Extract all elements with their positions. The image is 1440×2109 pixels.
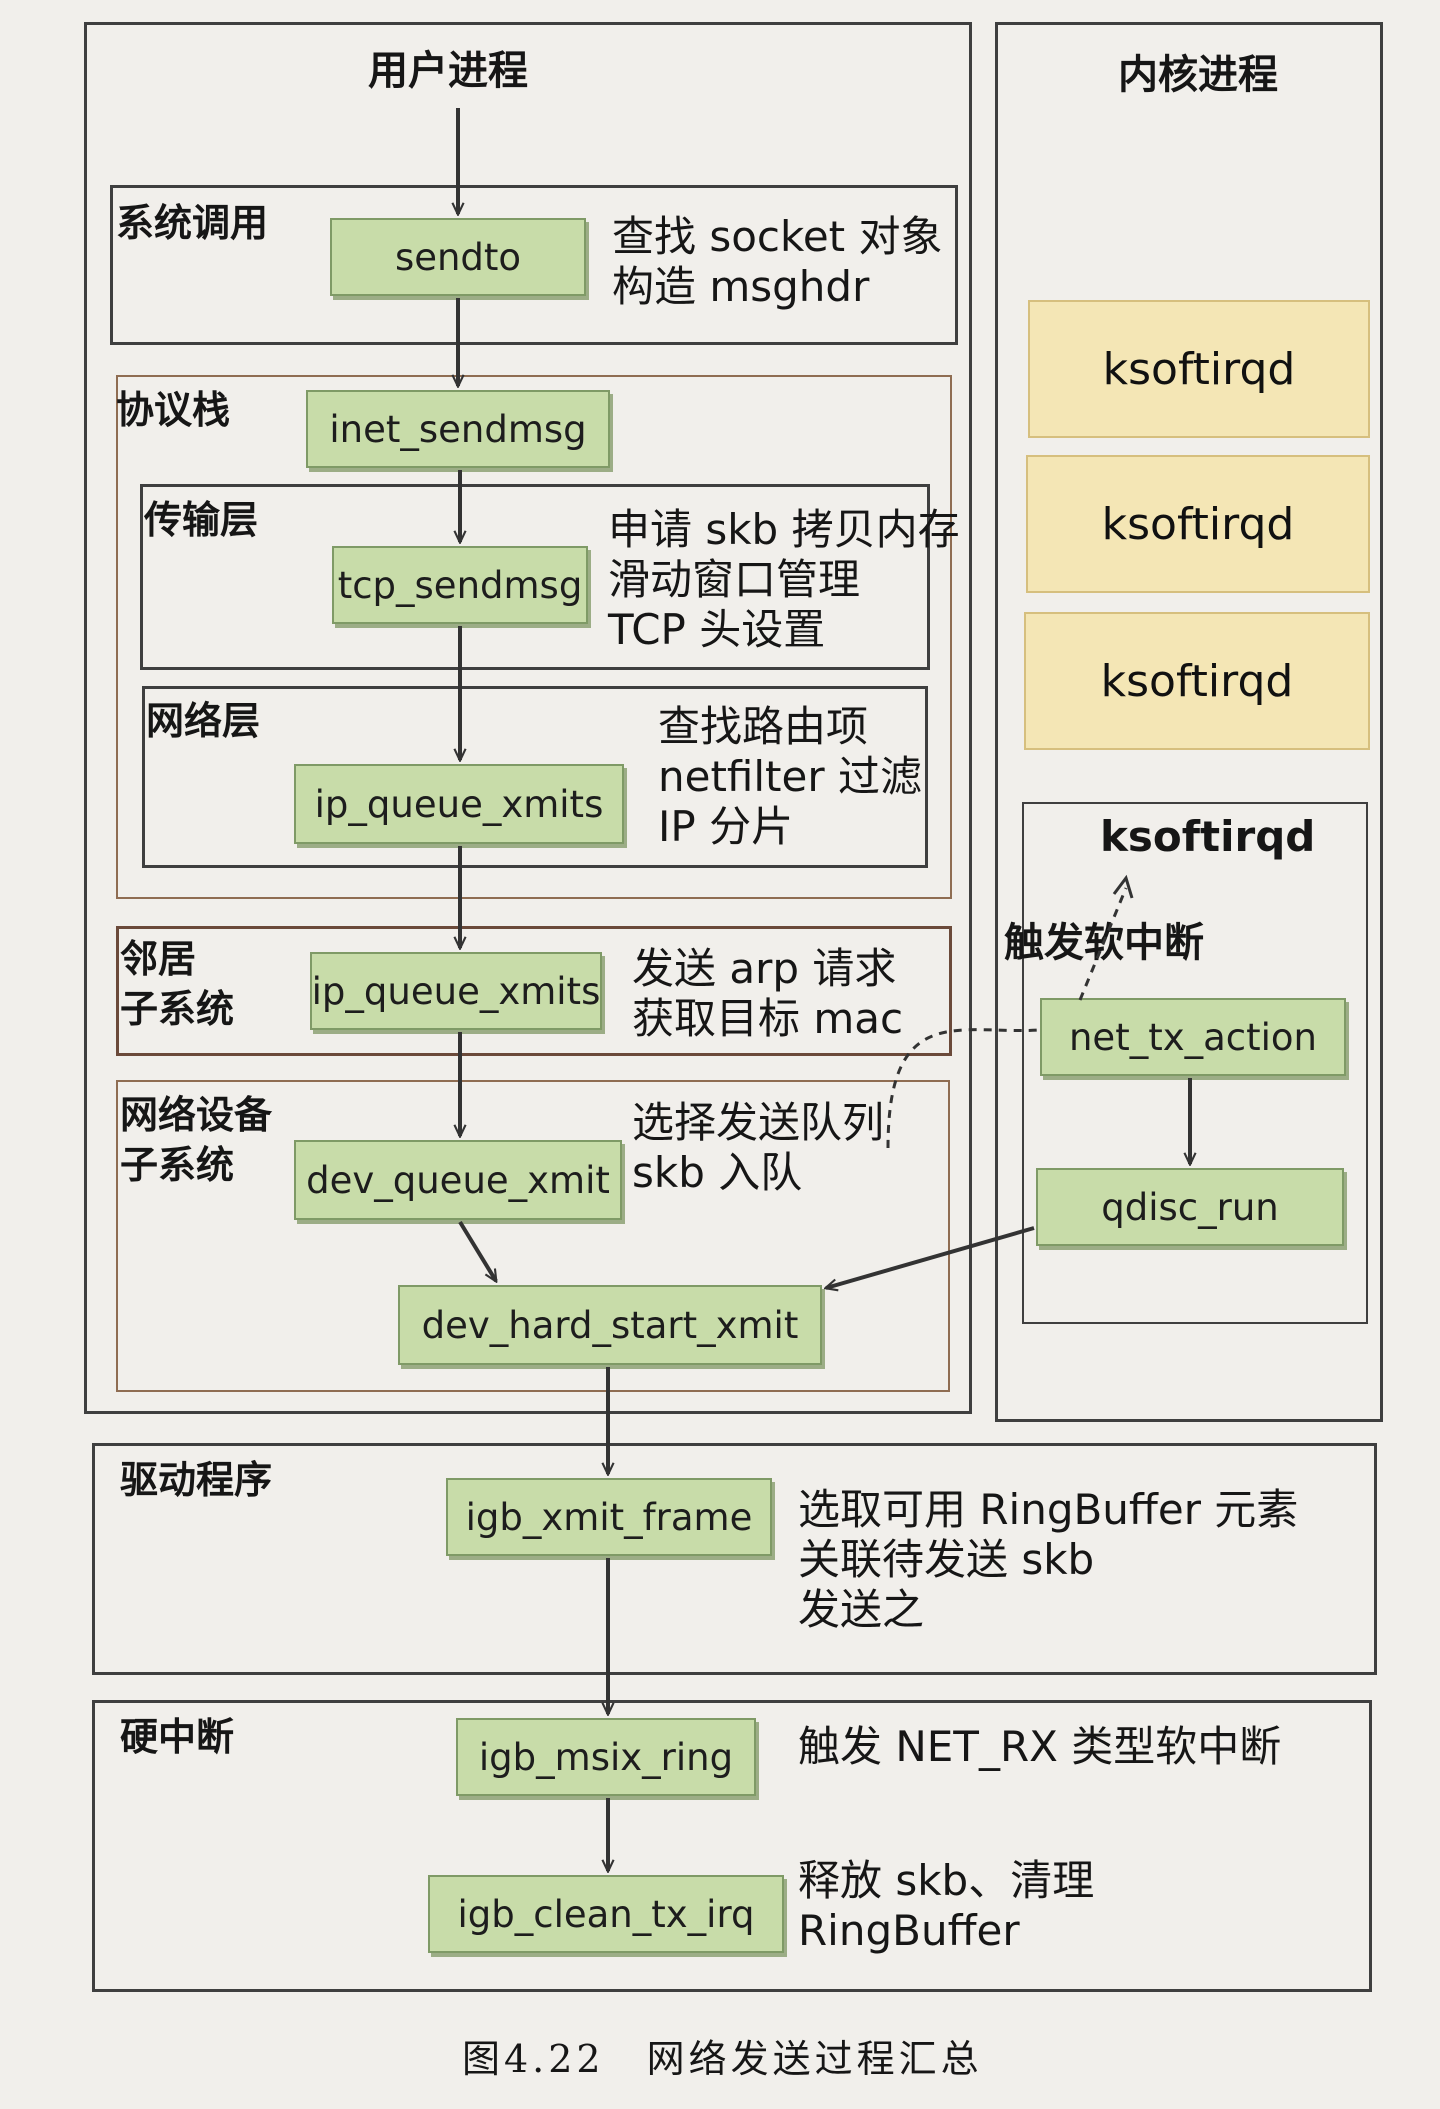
network-note-2: netfilter 过滤 — [658, 752, 922, 801]
network-layer-label: 网络层 — [146, 699, 261, 743]
hardirq-label: 硬中断 — [120, 1715, 235, 1759]
transport-note-2: 滑动窗口管理 — [608, 555, 861, 604]
arrow-qdisc-to-hardstart — [826, 1226, 1035, 1288]
syscall-note-2: 构造 msghdr — [612, 262, 870, 311]
transport-layer-frame — [140, 484, 930, 670]
neighbor-note-2: 获取目标 mac — [632, 994, 904, 1043]
figure-caption: 图4.22 网络发送过程汇总 — [462, 2037, 983, 2081]
driver-frame — [92, 1443, 1377, 1675]
user-process-frame — [84, 22, 972, 1414]
qdisc-run-node: qdisc_run — [1036, 1168, 1344, 1246]
syscall-label: 系统调用 — [116, 201, 269, 245]
igb-msix-ring-node: igb_msix_ring — [456, 1718, 756, 1796]
netdev-label-line-1: 网络设备 — [120, 1093, 273, 1137]
network-note-3: IP 分片 — [658, 802, 794, 851]
arrow-devqueue-to-hardstart — [458, 1220, 498, 1281]
net-tx-action-node: net_tx_action — [1040, 998, 1346, 1076]
kernel-process-title: 内核进程 — [1118, 52, 1278, 98]
transport-layer-label: 传输层 — [144, 498, 259, 542]
netdev-note-2: skb 入队 — [632, 1148, 803, 1197]
hardirq-note-2: 释放 skb、清理 — [798, 1856, 1095, 1905]
kernel-process-frame — [995, 22, 1383, 1422]
neighbor-notes: 发送 arp 请求 获取目标 mac — [632, 944, 903, 1044]
active-ksoftirqd-frame — [1022, 802, 1368, 1324]
ksoftirqd-thread-1: ksoftirqd — [1028, 300, 1370, 438]
ksoftirqd-thread-2: ksoftirqd — [1026, 455, 1370, 593]
igb-xmit-frame-node: igb_xmit_frame — [446, 1478, 772, 1556]
softirq-dashed-up-path — [1078, 887, 1128, 1001]
ksoftirqd-thread-3: ksoftirqd — [1024, 612, 1370, 750]
driver-label: 驱动程序 — [120, 1458, 273, 1502]
hardirq-note-3: RingBuffer — [798, 1906, 1020, 1955]
protocol-stack-frame — [116, 375, 952, 899]
syscall-notes: 查找 socket 对象 构造 msghdr — [612, 212, 943, 312]
network-notes: 查找路由项 netfilter 过滤 IP 分片 — [658, 702, 922, 852]
hardirq-note-1: 触发 NET_RX 类型软中断 — [798, 1722, 1282, 1771]
softirq-dashed-trigger-path — [886, 1028, 1041, 1149]
neighbor-subsystem-frame — [116, 926, 952, 1056]
neighbor-label: 邻居 子系统 — [120, 934, 234, 1034]
protocol-stack-label: 协议栈 — [116, 388, 231, 432]
neighbor-ip-queue-xmits-node: ip_queue_xmits — [310, 952, 602, 1030]
neighbor-note-1: 发送 arp 请求 — [632, 944, 897, 993]
network-note-1: 查找路由项 — [658, 702, 869, 751]
neighbor-label-line-1: 邻居 — [120, 937, 197, 981]
dev-queue-xmit-node: dev_queue_xmit — [294, 1140, 622, 1220]
transport-note-3: TCP 头设置 — [608, 605, 826, 654]
driver-note-1: 选取可用 RingBuffer 元素 — [798, 1485, 1299, 1534]
neighbor-label-line-2: 子系统 — [120, 987, 235, 1031]
driver-notes: 选取可用 RingBuffer 元素 关联待发送 skb 发送之 — [798, 1485, 1298, 1635]
netdev-note-1: 选择发送队列 — [632, 1098, 885, 1147]
hardirq-frame — [92, 1700, 1372, 1992]
igb-clean-tx-irq-node: igb_clean_tx_irq — [428, 1875, 784, 1953]
transport-notes: 申请 skb 拷贝内存 滑动窗口管理 TCP 头设置 — [608, 505, 960, 655]
hardirq-notes-2: 释放 skb、清理 RingBuffer — [798, 1856, 1094, 1956]
syscall-note-1: 查找 socket 对象 — [612, 212, 943, 261]
network-layer-frame — [142, 686, 928, 868]
netdev-subsystem-frame — [116, 1080, 950, 1392]
netdev-label-line-2: 子系统 — [120, 1143, 235, 1187]
tcp-sendmsg-node: tcp_sendmsg — [332, 546, 588, 624]
netdev-notes: 选择发送队列 skb 入队 — [632, 1098, 884, 1198]
user-process-title: 用户进程 — [368, 48, 528, 94]
driver-note-2: 关联待发送 skb — [798, 1535, 1095, 1584]
dev-hard-start-xmit-node: dev_hard_start_xmit — [398, 1285, 822, 1365]
softirq-up-arrowhead — [1112, 874, 1134, 899]
syscall-frame — [110, 185, 958, 345]
hardirq-notes-1: 触发 NET_RX 类型软中断 — [798, 1722, 1281, 1772]
ip-queue-xmits-node: ip_queue_xmits — [294, 764, 624, 844]
inet-sendmsg-node: inet_sendmsg — [306, 390, 610, 468]
driver-note-3: 发送之 — [798, 1585, 925, 1634]
netdev-label: 网络设备 子系统 — [120, 1090, 272, 1190]
transport-note-1: 申请 skb 拷贝内存 — [608, 505, 960, 554]
active-ksoftirqd-title: ksoftirqd — [1100, 812, 1316, 861]
sendto-node: sendto — [330, 218, 586, 296]
